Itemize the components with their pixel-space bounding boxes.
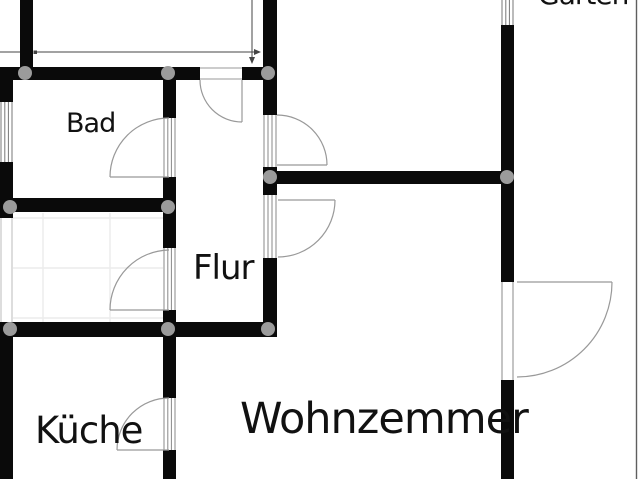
wall-kueche-right-lower <box>163 450 176 479</box>
doorway-bad <box>163 118 176 177</box>
window-glass <box>501 0 514 25</box>
door-kueche <box>116 397 170 451</box>
doorway-area <box>501 282 514 380</box>
doorway-area <box>163 118 176 177</box>
wall-flur-right-upper <box>263 0 277 115</box>
joint-dot <box>3 322 17 336</box>
wall-middle-horizontal <box>263 171 514 184</box>
window-right-top <box>501 0 514 25</box>
doorway-kueche <box>163 398 176 450</box>
door-exterior-right <box>516 281 613 378</box>
door-bad <box>109 117 170 178</box>
doorway-area <box>263 115 277 167</box>
wall-right-lower <box>501 380 514 479</box>
wall-bad-bottom <box>0 198 176 212</box>
doorway-flur-wohnzimmer <box>263 195 277 258</box>
doorway-area <box>200 67 242 80</box>
opening-area <box>0 218 13 322</box>
dimension-arrow-down <box>249 57 255 64</box>
wall-topleft-vertical <box>20 0 33 80</box>
door-swing-arc <box>109 249 170 311</box>
dimension-start-tick <box>33 50 37 54</box>
door-swing-arc <box>199 79 243 123</box>
wall-left-lower <box>0 322 13 479</box>
wall-right-upper <box>501 25 514 282</box>
window-symbols <box>0 0 514 450</box>
joint-dot <box>261 322 275 336</box>
dimension-lines <box>0 0 261 64</box>
joint-dot <box>161 200 175 214</box>
wall-lower-horizontal <box>0 322 277 337</box>
doorway-right-exterior <box>501 282 514 380</box>
dimension-arrow-right <box>254 49 261 55</box>
wall-left-upper <box>0 67 13 102</box>
door-swing-arc <box>516 281 613 378</box>
door-swing-arc <box>116 397 170 451</box>
walls <box>0 0 514 479</box>
door-swing-arc <box>276 114 328 166</box>
doorway-middle-room <box>163 248 176 310</box>
doorway-area <box>163 248 176 310</box>
doorway-flur-topright <box>263 115 277 167</box>
room-label-wohnzimmer: Wohnzemmer <box>240 394 529 444</box>
door-middle-room <box>109 249 170 311</box>
door-swing-arc <box>109 117 170 178</box>
window-glass <box>0 102 13 162</box>
room-label-kueche: Küche <box>35 409 143 452</box>
window-left-bad <box>0 102 13 162</box>
wall-top-left-segment <box>0 67 200 80</box>
tile-grid <box>0 213 163 322</box>
doorway-top-wall <box>200 67 242 80</box>
room-label-bad: Bad <box>66 108 116 139</box>
doorway-area <box>163 398 176 450</box>
joint-dot <box>161 322 175 336</box>
joint-dot <box>161 66 175 80</box>
doorway-area <box>263 195 277 258</box>
room-label-garten: Garten <box>538 0 629 9</box>
room-label-flur: Flur <box>193 248 255 288</box>
joint-dot <box>500 170 514 184</box>
wall-flur-right-lower <box>263 258 277 337</box>
door-swings <box>109 79 613 451</box>
door-top-room <box>199 79 243 123</box>
joint-dot <box>261 66 275 80</box>
wall-joint-dots <box>3 66 514 336</box>
door-swing-arc <box>277 199 336 258</box>
door-wohnzimmer <box>277 199 336 258</box>
opening-left-middle <box>0 218 13 322</box>
joint-dot <box>3 200 17 214</box>
joint-dot <box>263 170 277 184</box>
door-topright-room <box>276 114 328 166</box>
joint-dot <box>18 66 32 80</box>
